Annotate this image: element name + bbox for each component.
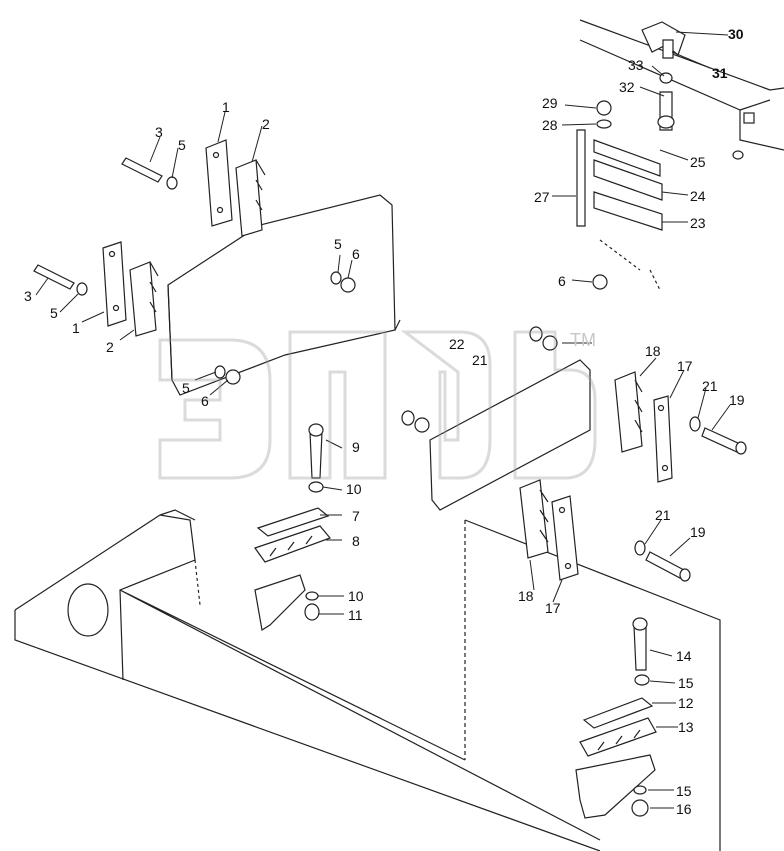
- nut-29: [596, 100, 612, 116]
- callout-5: 5: [334, 236, 342, 252]
- callout-21: 21: [472, 352, 488, 368]
- callout-10: 10: [346, 481, 362, 497]
- callout-30: 30: [728, 26, 744, 42]
- plate-17b: [551, 495, 579, 581]
- bolt-3b: [33, 264, 75, 290]
- nut-6d: [225, 369, 241, 385]
- bracket-lower: [254, 574, 306, 631]
- nut-16: [631, 799, 649, 817]
- callout-6: 6: [558, 273, 566, 289]
- callout-1: 1: [72, 320, 80, 336]
- callout-13: 13: [678, 719, 694, 735]
- callout-8: 8: [352, 533, 360, 549]
- block-18a: [614, 371, 643, 453]
- block-18b: [519, 479, 549, 559]
- callout-23: 23: [690, 215, 706, 231]
- clamp-plate-1a: [205, 139, 233, 227]
- trademark-mark: TM: [570, 330, 596, 350]
- nut-11: [304, 603, 320, 621]
- callout-25: 25: [690, 154, 706, 170]
- clamp-block-2a: [235, 159, 266, 237]
- washer-15a: [634, 674, 650, 686]
- block-23: [593, 191, 663, 231]
- callout-10: 10: [348, 588, 364, 604]
- threaded-rod-27: [576, 129, 586, 227]
- callout-18: 18: [518, 588, 534, 604]
- washer-21c: [634, 540, 646, 556]
- plate-25: [593, 139, 661, 177]
- clamp-plate-1b: [102, 241, 127, 327]
- callout-3: 3: [155, 124, 163, 140]
- side-panel: [429, 359, 591, 511]
- callout-19: 19: [690, 524, 706, 540]
- plate-12: [582, 697, 654, 729]
- frame-outline: [14, 514, 601, 841]
- clamp-block-2b: [129, 261, 159, 337]
- callout-2: 2: [106, 339, 114, 355]
- callout-6: 6: [352, 246, 360, 262]
- callout-29: 29: [542, 95, 558, 111]
- nut-22b: [414, 417, 430, 433]
- frame-hole: [67, 583, 109, 637]
- callout-28: 28: [542, 117, 558, 133]
- callout-17: 17: [545, 600, 561, 616]
- plate-7: [256, 507, 330, 537]
- callout-5: 5: [178, 137, 186, 153]
- callout-16: 16: [676, 801, 692, 817]
- callout-6: 6: [201, 393, 209, 409]
- nut-22: [542, 335, 558, 351]
- washer-21a: [529, 326, 543, 342]
- callout-31: 31: [712, 65, 728, 81]
- washer-5b: [76, 282, 88, 296]
- callout-12: 12: [678, 695, 694, 711]
- callout-1: 1: [222, 99, 230, 115]
- block-8: [254, 525, 332, 563]
- callout-7: 7: [352, 508, 360, 524]
- callout-9: 9: [352, 439, 360, 455]
- bracket-lower-2: [575, 754, 656, 819]
- washer-15b: [633, 785, 647, 795]
- callout-15: 15: [676, 783, 692, 799]
- callout-24: 24: [690, 188, 706, 204]
- lower-box: [464, 519, 721, 851]
- callout-21: 21: [702, 378, 718, 394]
- callout-33: 33: [628, 57, 644, 73]
- callout-14: 14: [676, 648, 692, 664]
- washer-5c: [330, 271, 342, 285]
- block-24: [593, 159, 663, 201]
- callout-27: 27: [534, 189, 550, 205]
- callout-21: 21: [655, 507, 671, 523]
- block-13: [579, 717, 657, 757]
- callout-32: 32: [619, 79, 635, 95]
- washer-21b: [689, 416, 701, 432]
- callout-5: 5: [182, 380, 190, 396]
- upper-bracket: [579, 19, 784, 151]
- callout-3: 3: [24, 288, 32, 304]
- callout-15: 15: [678, 675, 694, 691]
- screw-31: [662, 39, 674, 59]
- callout-2: 2: [262, 116, 270, 132]
- bolt-3a: [121, 157, 163, 183]
- nut-6e: [592, 274, 608, 290]
- callout-18: 18: [645, 343, 661, 359]
- callout-17: 17: [677, 358, 693, 374]
- callout-11: 11: [348, 607, 363, 623]
- callout-19: 19: [729, 392, 745, 408]
- plate-17a: [653, 395, 673, 483]
- callout-5: 5: [50, 305, 58, 321]
- callout-22: 22: [449, 336, 465, 352]
- washer-21d: [401, 410, 415, 426]
